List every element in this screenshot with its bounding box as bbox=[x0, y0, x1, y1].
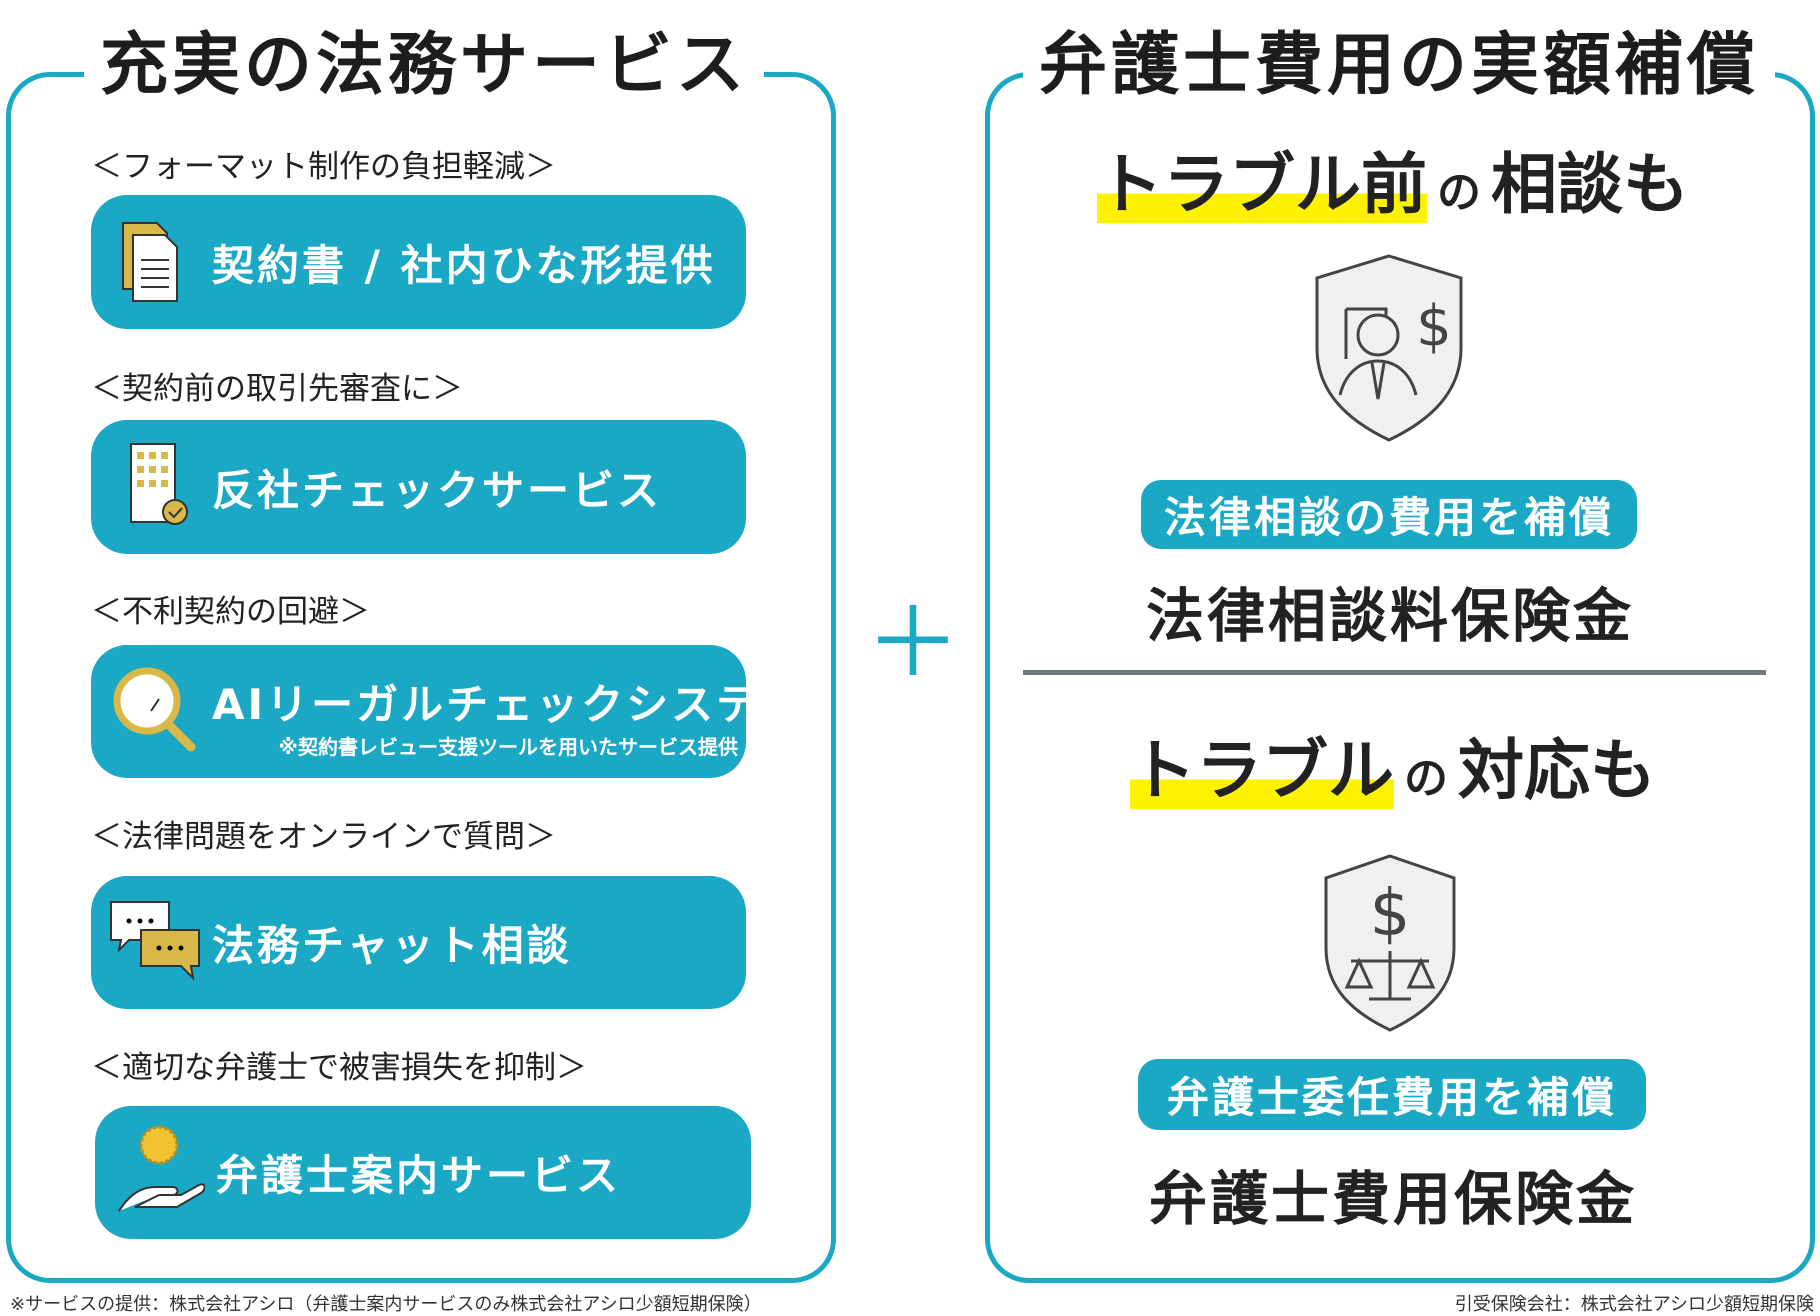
button-note: ※契約書レビュー支援ツールを用いたサービス提供 bbox=[278, 735, 738, 759]
building-check-icon bbox=[125, 440, 195, 534]
heading-rest: 相談も bbox=[1491, 146, 1689, 223]
shield-consultation-icon: $ bbox=[1312, 253, 1466, 447]
lawyer-fee-insurance-name: 弁護士費用保険金 bbox=[1148, 1165, 1638, 1233]
chat-icon bbox=[107, 896, 203, 990]
lawyer-guide-button[interactable]: 弁護士案内サービス bbox=[95, 1106, 751, 1239]
item-label: ＜法律問題をオンラインで質問＞ bbox=[91, 819, 556, 855]
button-label: 法務チャット相談 bbox=[212, 921, 572, 970]
item-label: ＜不利契約の回避＞ bbox=[91, 594, 370, 630]
button-label: 弁護士案内サービス bbox=[216, 1151, 622, 1200]
heading-particle: の bbox=[1404, 753, 1448, 804]
heading-particle: の bbox=[1437, 167, 1481, 218]
section-divider bbox=[1023, 670, 1766, 675]
hand-badge-icon bbox=[115, 1123, 206, 1223]
button-label: 反社チェックサービス bbox=[212, 465, 663, 515]
consultation-insurance-name: 法律相談料保険金 bbox=[1145, 582, 1635, 650]
document-icon bbox=[113, 215, 183, 309]
heading-highlight: トラブル bbox=[1130, 732, 1394, 809]
item-label: ＜フォーマット制作の負担軽減＞ bbox=[91, 149, 556, 185]
heading-rest: 対応も bbox=[1458, 732, 1656, 809]
lawyer-fee-coverage-badge: 弁護士委任費用を補償 bbox=[1138, 1059, 1646, 1130]
legal-chat-button[interactable]: 法務チャット相談 bbox=[91, 876, 746, 1009]
item-label: ＜契約前の取引先審査に＞ bbox=[91, 371, 463, 407]
section2-heading: トラブルの対応も bbox=[1130, 732, 1656, 809]
button-label: 契約書 / 社内ひな形提供 bbox=[212, 240, 716, 290]
antisocial-check-button[interactable]: 反社チェックサービス bbox=[91, 420, 746, 554]
footer-underwriter-note: 引受保険会社：株式会社アシロ少額短期保険 bbox=[1454, 1294, 1814, 1315]
svg-text:$: $ bbox=[1370, 877, 1411, 951]
button-label: AIリーガルチェックシステム bbox=[212, 680, 805, 729]
footer-provider-note: ※サービスの提供：株式会社アシロ（弁護士案内サービスのみ株式会社アシロ少額短期保… bbox=[10, 1294, 762, 1315]
right-panel-title: 弁護士費用の実額補償 bbox=[1022, 32, 1776, 100]
section1-heading: トラブル前の相談も bbox=[1097, 146, 1689, 223]
button-label-wrap: AIリーガルチェックシステム※ bbox=[212, 671, 827, 732]
template-service-button[interactable]: 契約書 / 社内ひな形提供 bbox=[91, 195, 746, 329]
svg-text:$: $ bbox=[1416, 294, 1452, 359]
magnifier-icon bbox=[111, 665, 201, 759]
item-label: ＜適切な弁護士で被害損失を抑制＞ bbox=[91, 1050, 587, 1086]
consultation-coverage-badge: 法律相談の費用を補償 bbox=[1141, 480, 1637, 549]
heading-highlight: トラブル前 bbox=[1097, 146, 1427, 223]
shield-scales-icon: $ bbox=[1321, 853, 1459, 1037]
ai-legal-check-button[interactable]: AIリーガルチェックシステム※ ※契約書レビュー支援ツールを用いたサービス提供 bbox=[91, 645, 824, 778]
left-panel-title: 充実の法務サービス bbox=[83, 32, 765, 100]
plus-sign: ＋ bbox=[865, 587, 961, 699]
footnote-mark: ※ bbox=[804, 700, 828, 724]
